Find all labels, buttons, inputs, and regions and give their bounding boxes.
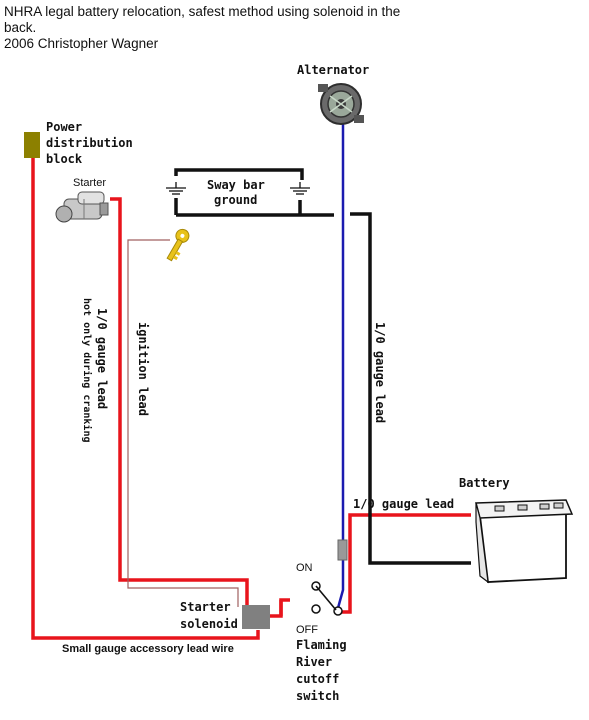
diagram-title: NHRA legal battery relocation, safest me… bbox=[4, 4, 401, 35]
battery-label: Battery bbox=[459, 476, 510, 490]
alternator-icon bbox=[318, 83, 364, 125]
starter-icon bbox=[55, 191, 109, 223]
copyright-line: 2006 Christopher Wagner bbox=[4, 36, 159, 51]
power-block-label-2: distribution bbox=[46, 136, 133, 150]
ignition-lead-label: ignition lead bbox=[136, 322, 150, 416]
accessory-wire-label: Small gauge accessory lead wire bbox=[62, 643, 234, 655]
alternator-wire bbox=[336, 108, 345, 609]
switch-on-label: ON bbox=[296, 562, 313, 574]
left-lead-label: 1/0 gauge lead bbox=[95, 308, 109, 409]
starter-lead-wire bbox=[110, 197, 249, 607]
header: NHRA legal battery relocation, safest me… bbox=[4, 4, 424, 52]
battery-lead-label: 1/0 gauge lead bbox=[353, 497, 454, 511]
switch-name-2: River bbox=[296, 655, 332, 669]
battery-icon bbox=[475, 499, 574, 584]
battery-lead-wire bbox=[341, 513, 471, 614]
solenoid-label-2: solenoid bbox=[180, 617, 238, 631]
ground-symbol-right bbox=[290, 182, 310, 195]
right-lead-label: 1/0 gauge lead bbox=[373, 322, 387, 423]
ground-wire-right bbox=[350, 212, 471, 565]
alternator-label: Alternator bbox=[297, 63, 369, 77]
switch-off-label: OFF bbox=[296, 624, 318, 636]
power-block-label-1: Power bbox=[46, 120, 82, 134]
starter-solenoid bbox=[242, 605, 270, 629]
sway-bar-bracket bbox=[174, 168, 304, 215]
solenoid-label-1: Starter bbox=[180, 600, 231, 614]
ignition-lead-wire bbox=[127, 239, 239, 607]
power-distribution-block bbox=[24, 132, 40, 158]
switch-name-4: switch bbox=[296, 689, 339, 703]
switch-name-3: cutoff bbox=[296, 672, 339, 686]
ignition-key-icon bbox=[166, 228, 190, 262]
switch-name-1: Flaming bbox=[296, 638, 347, 652]
accessory-wire bbox=[31, 158, 260, 640]
left-lead-note: hot only during cranking bbox=[81, 298, 93, 443]
sway-bar-label-1: Sway bar bbox=[207, 178, 265, 192]
sway-bar-label-2: ground bbox=[214, 193, 257, 207]
alternator-fuse bbox=[337, 539, 348, 561]
ground-symbol-left bbox=[166, 182, 186, 195]
cutoff-switch bbox=[311, 581, 343, 616]
power-block-label-3: block bbox=[46, 152, 83, 166]
starter-label: Starter bbox=[73, 177, 106, 189]
